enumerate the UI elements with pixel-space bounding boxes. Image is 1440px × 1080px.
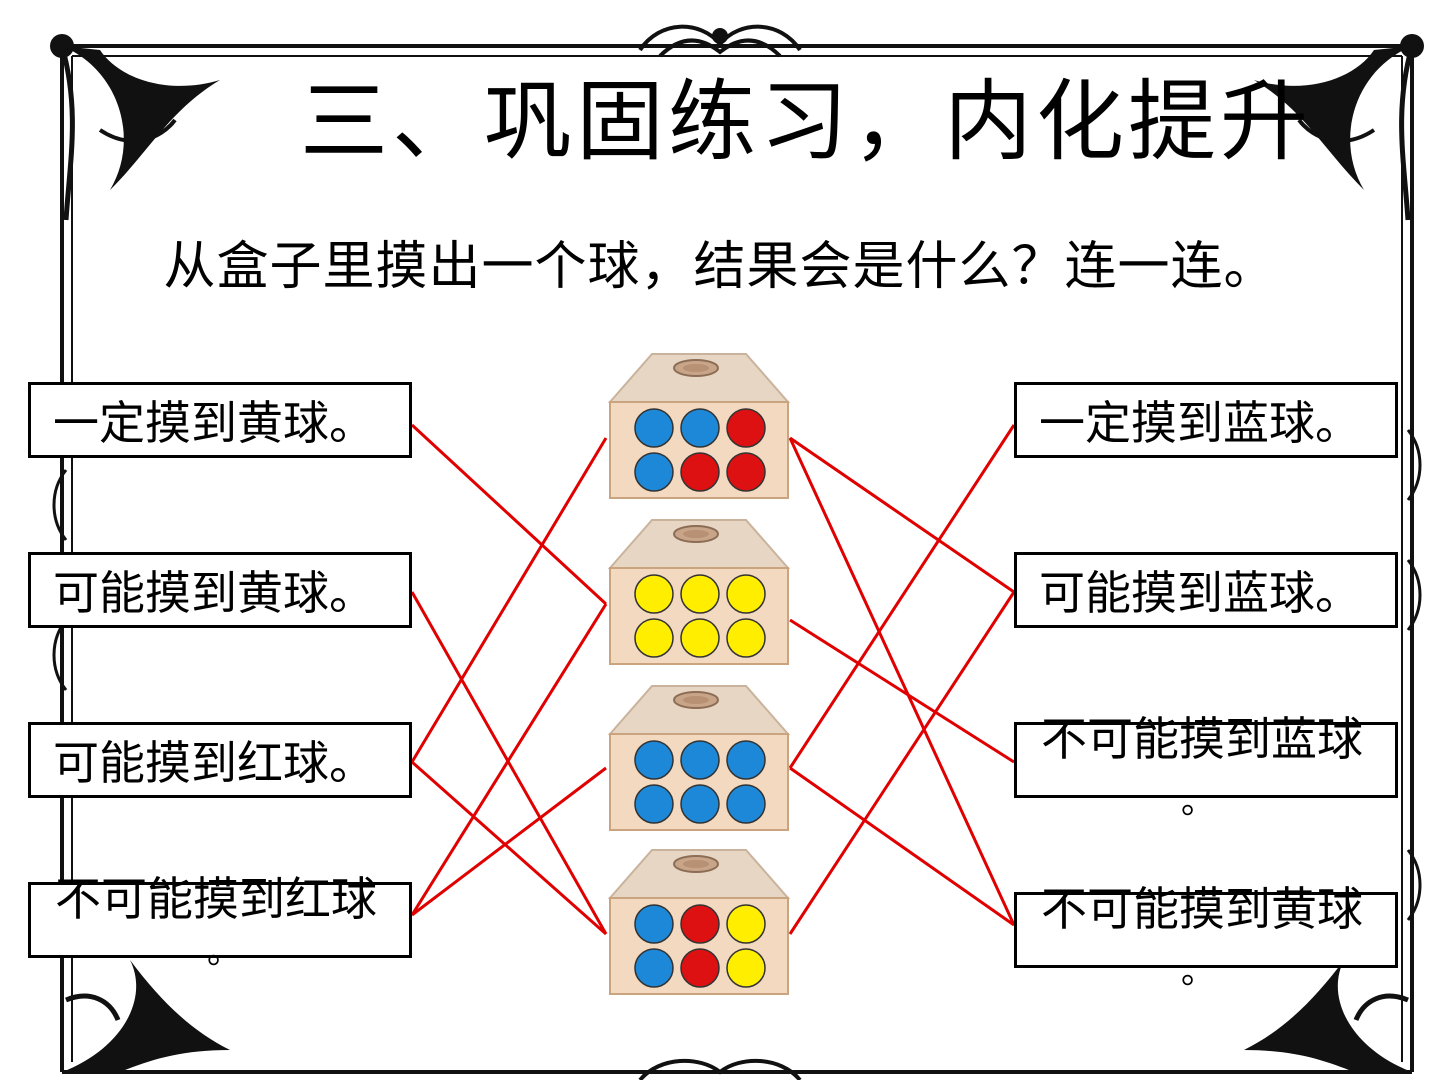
connection-line-right-2-box-4 xyxy=(788,591,1016,935)
option-label-tail: 。 xyxy=(1181,782,1215,822)
top-flourish xyxy=(638,24,802,58)
blue-ball xyxy=(726,740,766,780)
question-text: 从盒子里摸出一个球，结果会是什么？连一连。 xyxy=(163,237,1277,297)
option-label: 可能摸到蓝球。 xyxy=(1039,566,1361,620)
yellow-ball xyxy=(634,574,674,614)
connection-line-left-3-box-1 xyxy=(410,437,608,763)
left-option-4[interactable]: 不可能摸到红球 。 xyxy=(28,872,412,969)
connection-line-left-4-box-2 xyxy=(410,603,608,916)
slide-title: 三、巩固练习，内化提升 xyxy=(300,70,1313,173)
right-option-1[interactable]: 一定摸到蓝球。 xyxy=(1014,382,1398,458)
ball-box-4[interactable] xyxy=(606,842,792,998)
bottom-flourish xyxy=(638,1058,802,1080)
yellow-ball xyxy=(726,904,766,944)
blue-ball xyxy=(634,408,674,448)
side-scroll-right xyxy=(1406,429,1422,921)
blue-ball xyxy=(634,740,674,780)
connection-line-right-2-box-1 xyxy=(789,436,1015,594)
blue-ball xyxy=(634,948,674,988)
blue-ball xyxy=(634,904,674,944)
option-label: 不可能摸到黄球 xyxy=(1041,882,1363,936)
red-ball xyxy=(680,948,720,988)
yellow-ball xyxy=(726,574,766,614)
box-hole-inner xyxy=(683,530,709,538)
ball-box-1[interactable] xyxy=(606,346,792,502)
connection-line-left-2-box-4 xyxy=(410,591,608,935)
option-label: 不可能摸到蓝球 xyxy=(1041,712,1363,766)
connection-line-right-3-box-2 xyxy=(789,618,1015,764)
red-ball xyxy=(680,452,720,492)
blue-ball xyxy=(680,740,720,780)
connection-line-right-1-box-3 xyxy=(788,424,1016,769)
box-hole-inner xyxy=(683,696,709,704)
box-drawing xyxy=(607,685,791,831)
yellow-ball xyxy=(726,948,766,988)
option-label: 可能摸到黄球。 xyxy=(53,566,375,620)
red-ball xyxy=(726,452,766,492)
box-drawing xyxy=(607,519,791,665)
ball-box-3[interactable] xyxy=(606,678,792,834)
left-option-3[interactable]: 可能摸到红球。 xyxy=(28,722,412,798)
connection-line-left-1-box-2 xyxy=(410,423,608,606)
blue-ball xyxy=(634,452,674,492)
blue-ball xyxy=(680,408,720,448)
option-label: 一定摸到黄球。 xyxy=(53,396,375,450)
yellow-ball xyxy=(634,618,674,658)
red-ball xyxy=(726,408,766,448)
right-option-2[interactable]: 可能摸到蓝球。 xyxy=(1014,552,1398,628)
corner-ornament-top-right xyxy=(1254,34,1424,221)
box-hole-inner xyxy=(683,364,709,372)
connection-line-right-4-box-3 xyxy=(789,766,1015,927)
box-drawing xyxy=(607,353,791,499)
connection-line-left-3-box-4 xyxy=(411,760,607,936)
connection-line-left-4-box-3 xyxy=(411,766,607,917)
corner-ornament-bottom-left xyxy=(62,960,230,1072)
red-ball xyxy=(680,904,720,944)
blue-ball xyxy=(680,784,720,824)
left-option-2[interactable]: 可能摸到黄球。 xyxy=(28,552,412,628)
ball-box-2[interactable] xyxy=(606,512,792,668)
option-label-tail: 。 xyxy=(207,932,241,972)
right-option-3[interactable]: 不可能摸到蓝球 。 xyxy=(1014,712,1398,819)
left-option-1[interactable]: 一定摸到黄球。 xyxy=(28,382,412,458)
option-label-tail: 。 xyxy=(1181,952,1215,992)
right-option-4[interactable]: 不可能摸到黄球 。 xyxy=(1014,882,1398,989)
box-drawing xyxy=(607,849,791,995)
option-label: 一定摸到蓝球。 xyxy=(1039,396,1361,450)
blue-ball xyxy=(726,784,766,824)
yellow-ball xyxy=(726,618,766,658)
corner-ornament-top-left xyxy=(50,34,220,221)
box-hole-inner xyxy=(683,860,709,868)
blue-ball xyxy=(634,784,674,824)
yellow-ball xyxy=(680,618,720,658)
connection-line-right-4-box-1 xyxy=(788,437,1016,926)
option-label: 不可能摸到红球 xyxy=(55,872,377,926)
yellow-ball xyxy=(680,574,720,614)
corner-ornament-bottom-right xyxy=(1244,960,1412,1072)
option-label: 可能摸到红球。 xyxy=(53,736,375,790)
